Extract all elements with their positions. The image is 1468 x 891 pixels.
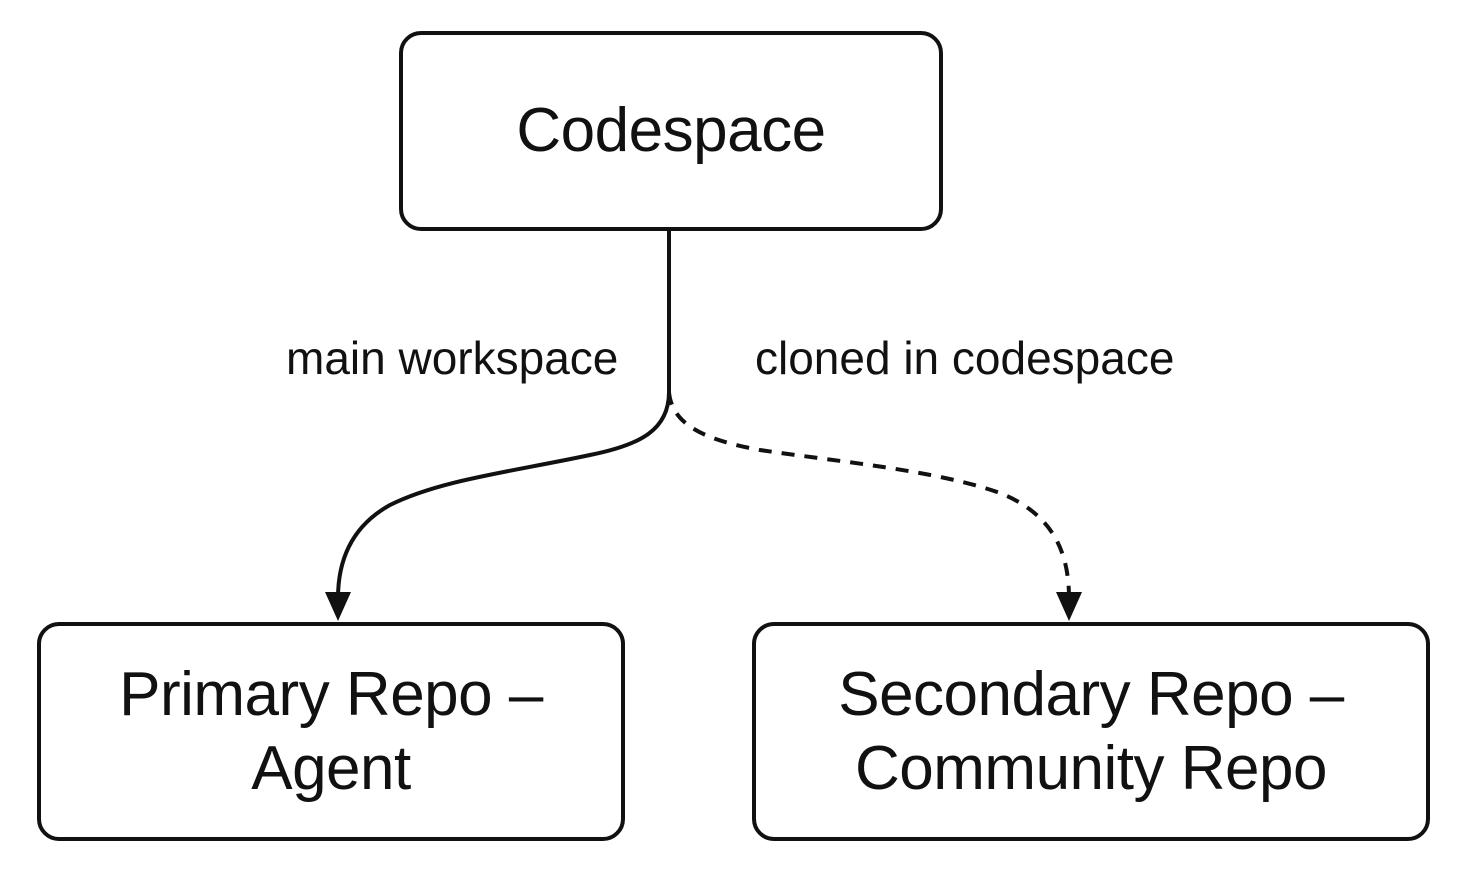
secondary-repo-label: Secondary Repo – Community Repo	[838, 659, 1344, 803]
secondary-repo-node: Secondary Repo – Community Repo	[752, 622, 1430, 841]
codespace-node: Codespace	[399, 31, 943, 231]
edge-main-workspace	[336, 229, 671, 600]
arrowhead-secondary	[1056, 592, 1082, 621]
edge-cloned-in-codespace	[667, 391, 1071, 599]
primary-repo-label: Primary Repo – Agent	[119, 659, 543, 803]
codespace-label: Codespace	[516, 96, 826, 165]
primary-repo-node: Primary Repo – Agent	[37, 622, 625, 841]
edge-label-cloned-in-codespace: cloned in codespace	[755, 332, 1175, 384]
edge-label-main-workspace: main workspace	[286, 332, 619, 384]
arrowhead-primary	[325, 592, 351, 621]
